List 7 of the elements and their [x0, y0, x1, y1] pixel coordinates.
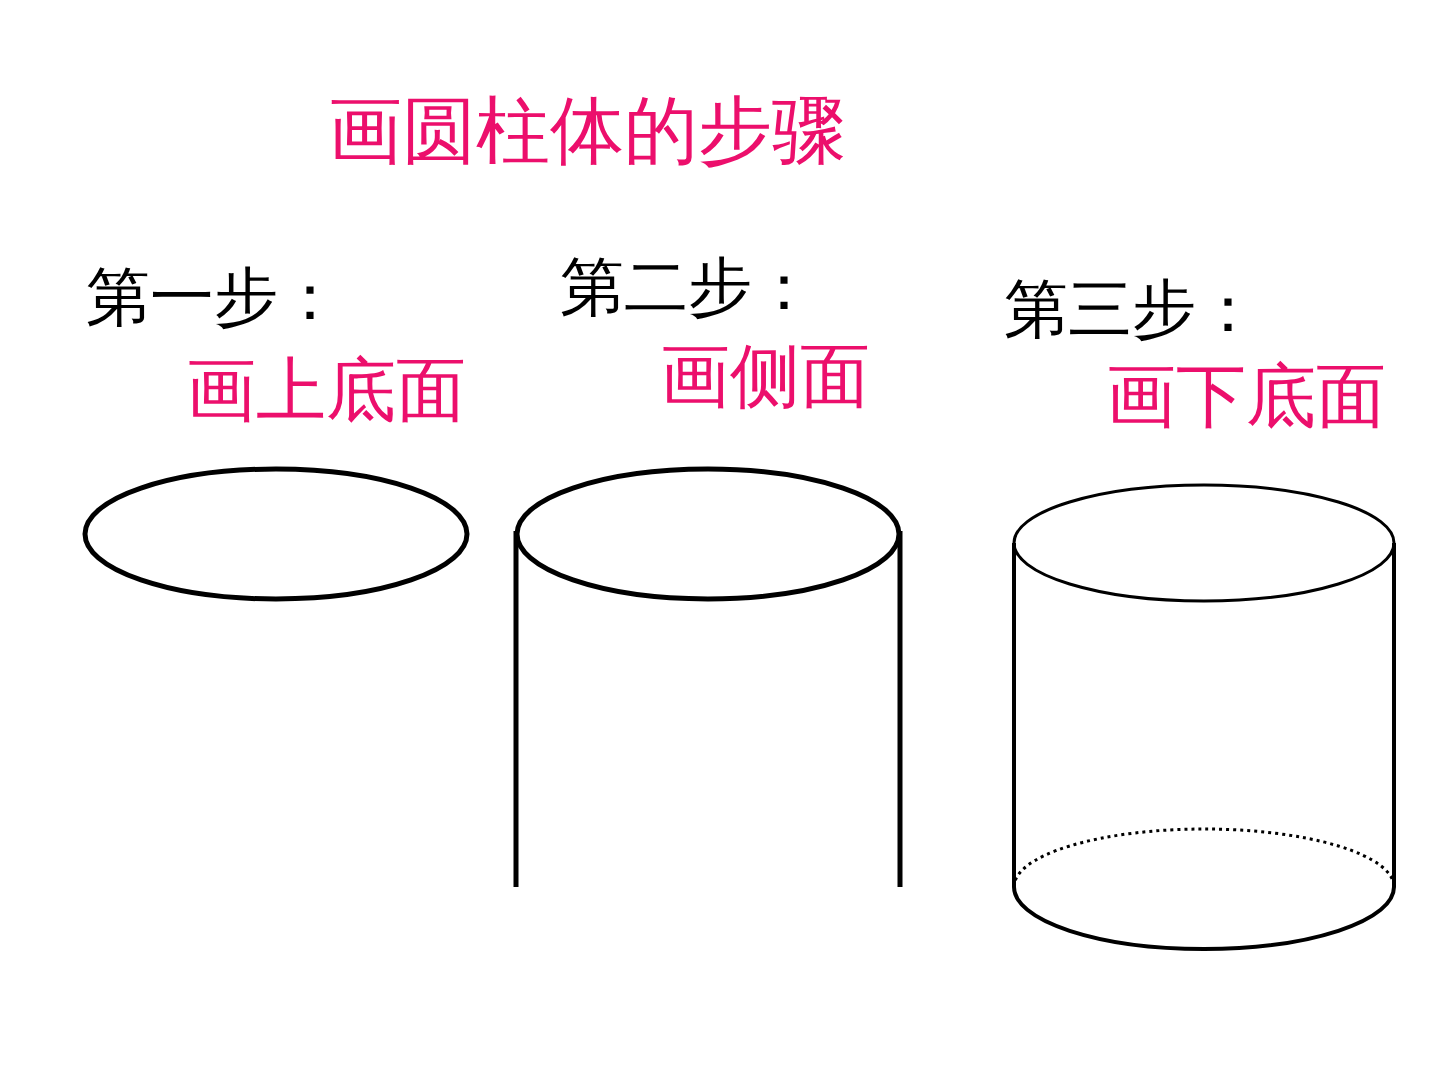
step-instruction: 画下底面: [1106, 358, 1386, 435]
diagram-title: 画圆柱体的步骤: [328, 90, 846, 172]
step-heading: 第一步：: [86, 262, 342, 333]
step-instruction: 画上底面: [186, 352, 466, 429]
step-heading: 第三步：: [1004, 274, 1260, 345]
step-heading: 第二步：: [560, 252, 816, 323]
step-instruction: 画侧面: [660, 338, 870, 415]
